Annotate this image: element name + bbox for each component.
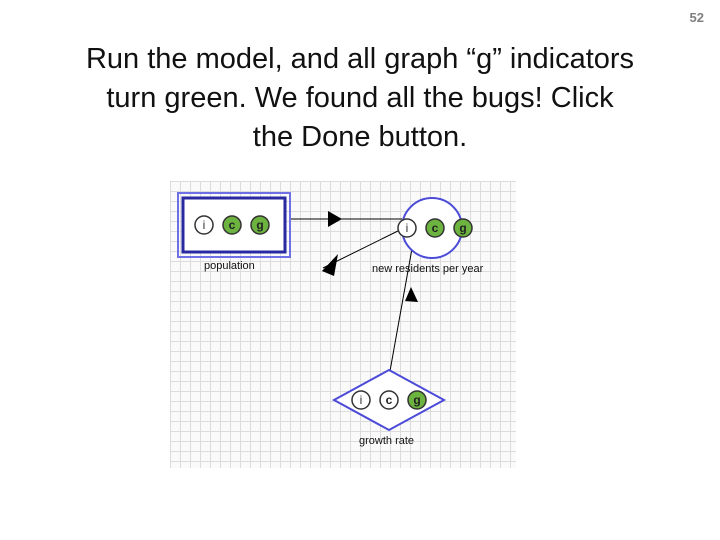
node-new-residents[interactable]: i c g [397, 197, 473, 259]
node-growth-rate[interactable]: i c g [331, 368, 447, 432]
svg-text:g: g [459, 221, 466, 235]
title-line-2: turn green. We found all the bugs! Click [106, 82, 614, 114]
svg-text:c: c [432, 221, 439, 235]
link-growth-rate-to-flow[interactable] [389, 242, 418, 372]
diagram-svg: i c g i c g [177, 192, 473, 432]
link-flow-to-population[interactable] [322, 228, 403, 276]
arrowhead-icon [405, 287, 418, 302]
svg-text:c: c [386, 393, 393, 407]
info-icon[interactable]: i [194, 215, 214, 235]
new-residents-label: new residents per year [372, 263, 484, 275]
title-line-1: Run the model, and all graph “g” indicat… [85, 43, 635, 75]
c-indicator-icon[interactable]: c [379, 390, 399, 410]
title-line-3: the Done button. [252, 121, 468, 153]
g-indicator-icon[interactable]: g [250, 215, 270, 235]
svg-text:g: g [413, 393, 420, 407]
link-population-to-flow[interactable] [290, 211, 402, 227]
svg-text:i: i [360, 393, 363, 407]
population-label: population [204, 260, 255, 272]
svg-text:i: i [406, 221, 409, 235]
info-icon[interactable]: i [397, 218, 417, 238]
c-indicator-icon[interactable]: c [222, 215, 242, 235]
node-population[interactable]: i c g [177, 192, 291, 258]
growth-rate-label: growth rate [359, 435, 415, 447]
slide-number: 52 [689, 10, 704, 25]
arrowhead-icon [322, 254, 338, 276]
info-icon[interactable]: i [351, 390, 371, 410]
svg-text:i: i [203, 218, 206, 232]
svg-text:g: g [256, 218, 263, 232]
model-diagram-canvas[interactable]: i c g i c g [170, 181, 516, 468]
c-indicator-icon[interactable]: c [425, 218, 445, 238]
slide-title: Run the model, and all graph “g” indicat… [0, 40, 720, 157]
g-indicator-icon[interactable]: g [407, 390, 427, 410]
arrowhead-icon [328, 211, 342, 227]
g-indicator-icon[interactable]: g [453, 218, 473, 238]
svg-text:c: c [229, 218, 236, 232]
